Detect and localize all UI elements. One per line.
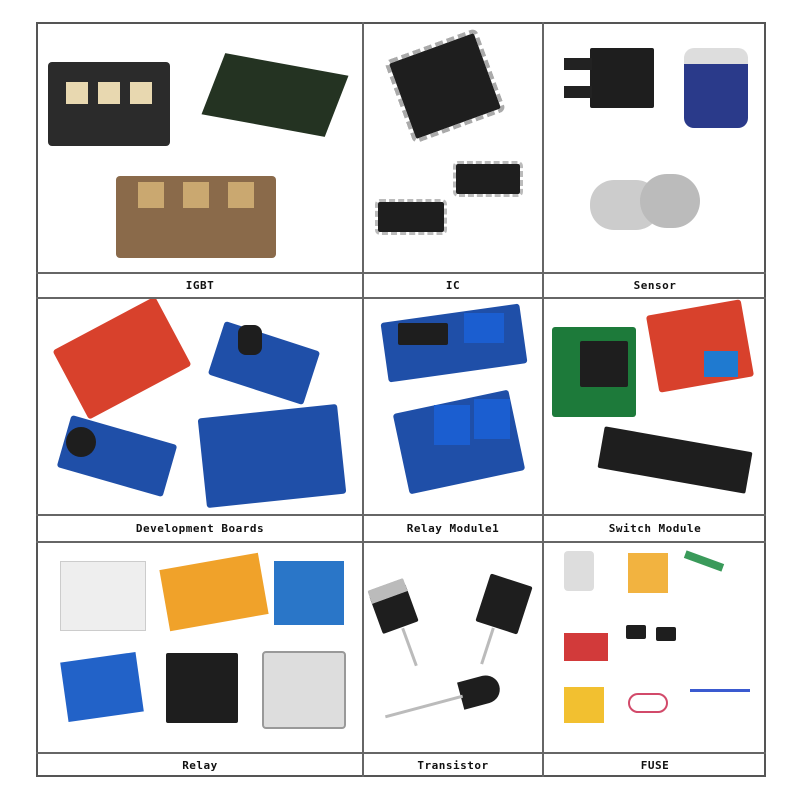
divider [36, 541, 766, 543]
relay-image[interactable] [38, 543, 362, 752]
development-boards-image[interactable] [38, 299, 362, 514]
switch-module-image[interactable] [544, 299, 766, 514]
divider [36, 752, 766, 754]
divider [542, 22, 544, 777]
relay-module-image[interactable] [364, 299, 542, 514]
category-label-switch-module: Switch Module [608, 522, 702, 535]
category-label-relay-module: Relay Module1 [406, 522, 500, 535]
transistor-image[interactable] [364, 543, 542, 752]
divider [36, 272, 766, 274]
divider [362, 22, 364, 777]
igbt-image[interactable] [38, 24, 362, 272]
fuse-image[interactable] [544, 543, 766, 752]
category-label-development-boards: Development Boards [135, 522, 265, 535]
divider [36, 297, 766, 299]
category-label-transistor: Transistor [417, 759, 489, 772]
category-label-relay: Relay [182, 759, 218, 772]
category-label-sensor: Sensor [633, 279, 677, 292]
category-label-igbt: IGBT [185, 279, 215, 292]
ic-image[interactable] [364, 24, 542, 272]
category-label-ic: IC [445, 279, 461, 292]
sensor-image[interactable] [544, 24, 766, 272]
divider [36, 514, 766, 516]
category-label-fuse: FUSE [640, 759, 670, 772]
product-category-grid [36, 22, 766, 777]
